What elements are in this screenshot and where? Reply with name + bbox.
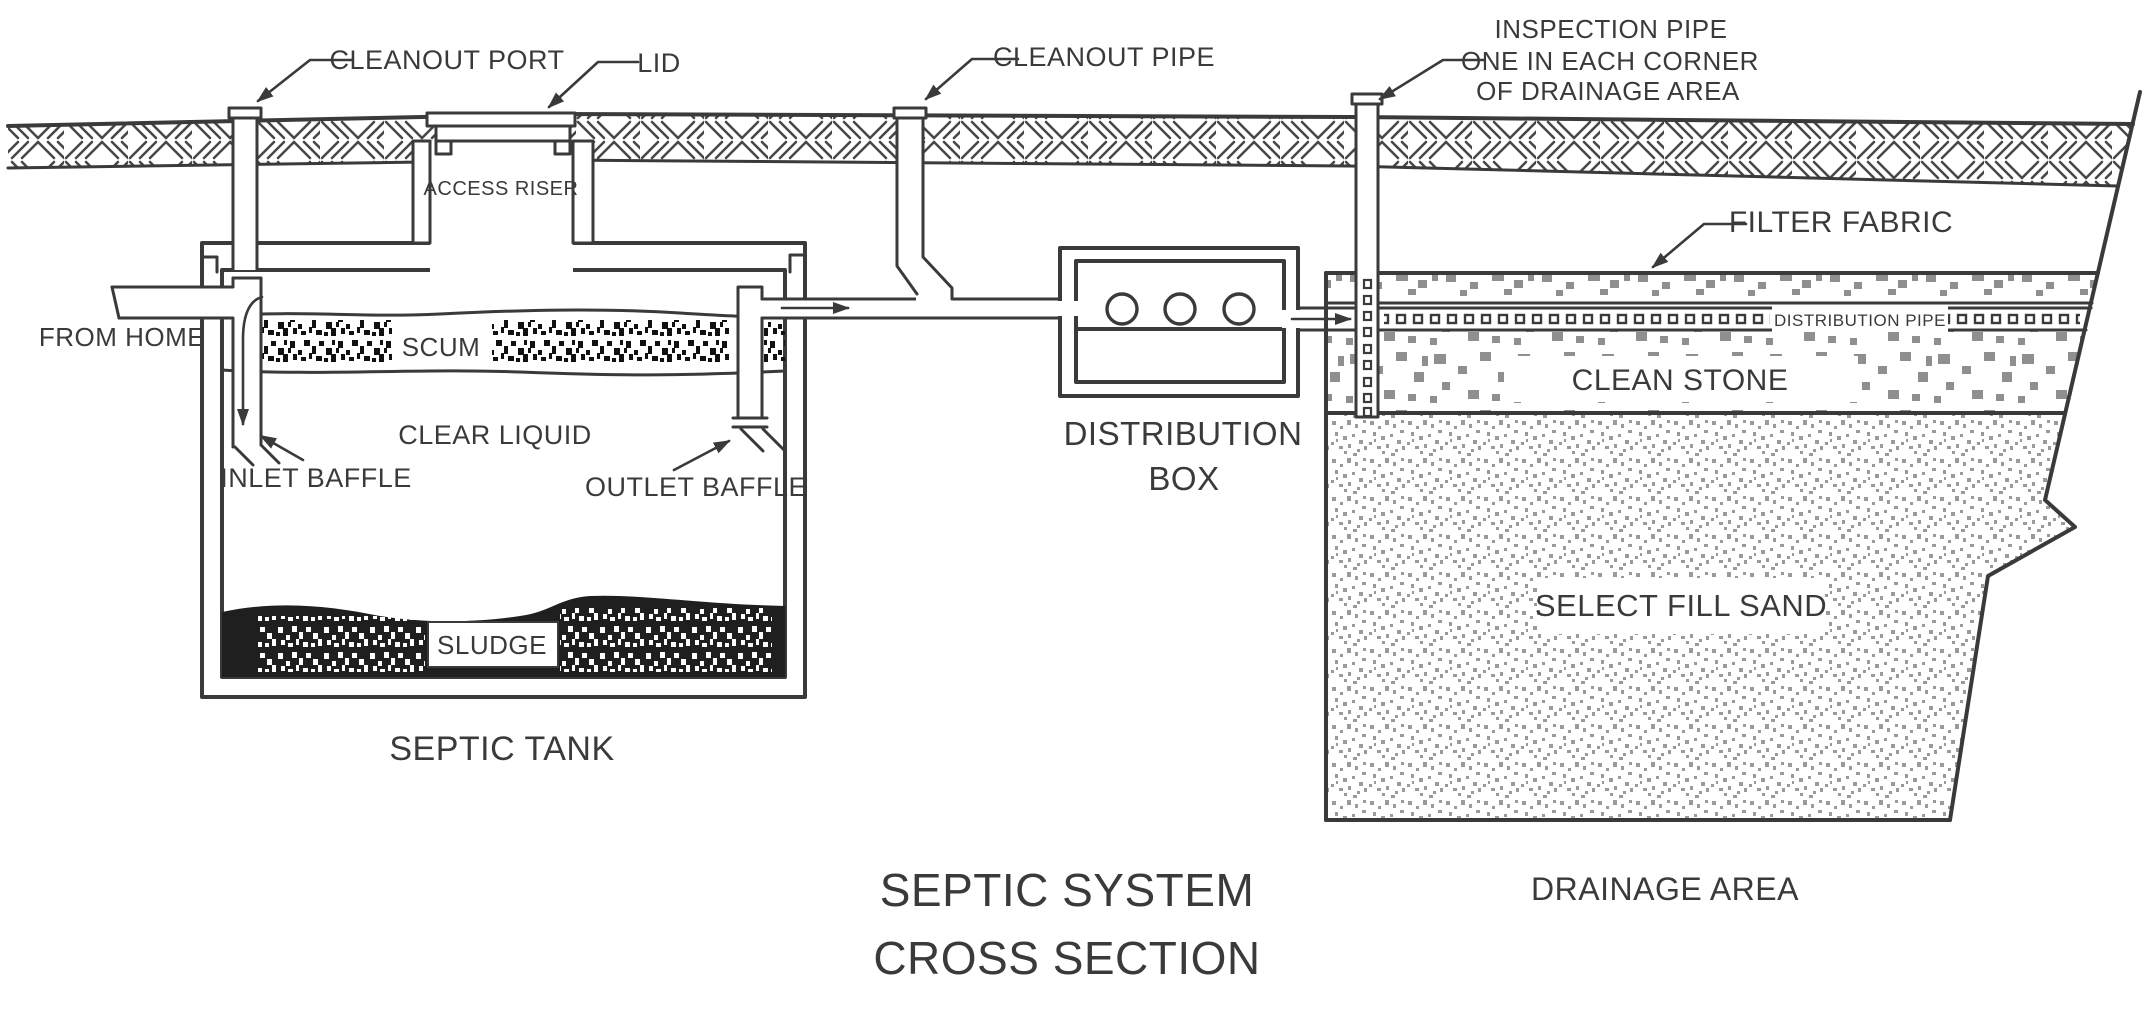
inlet-baffle-label: INLET BAFFLE <box>220 463 412 493</box>
cleanout-pipe-leader <box>924 57 1020 101</box>
inspection-pipe-perforations <box>1362 278 1373 418</box>
scum-specks-right <box>492 320 730 366</box>
access-riser-interior <box>430 141 573 272</box>
ground-hatch-band <box>8 114 2133 186</box>
cleanout-port-cap <box>227 106 263 120</box>
scum-layer <box>220 308 787 377</box>
cleanout-pipe-right-line <box>921 115 954 301</box>
riser-collar <box>434 124 572 143</box>
distribution-box <box>1056 246 1352 398</box>
outlet-baffle-leader <box>672 439 731 472</box>
lid-slab <box>425 111 577 128</box>
title-line1: SEPTIC SYSTEM <box>880 864 1255 916</box>
inlet-baffle-leader <box>259 434 305 462</box>
outlet-baffle <box>731 285 787 453</box>
inlet-flow-arrow <box>237 295 264 426</box>
cleanout-pipe-fill <box>897 117 952 301</box>
sludge-layer <box>222 595 785 677</box>
drainage-area <box>1324 90 2142 822</box>
outlet-baffle-fill <box>738 287 762 427</box>
lid-leader <box>547 60 640 109</box>
distribution-pipe-dots-right <box>1948 309 2080 331</box>
septic-tank <box>200 241 807 699</box>
cleanout-pipe-label: CLEANOUT PIPE <box>993 42 1215 72</box>
sludge-specks-left <box>258 616 425 672</box>
title-line2: CROSS SECTION <box>873 932 1260 984</box>
outlet-baffle-cut-a <box>739 427 765 453</box>
cleanout-port-label: CLEANOUT PORT <box>329 45 564 75</box>
cleanout-port-pipe-fill <box>233 117 257 270</box>
sludge-specks-right <box>560 608 772 672</box>
inspection-pipe-leader <box>1378 58 1486 101</box>
distribution-pipe-label: DISTRIBUTION PIPE <box>1774 311 1946 330</box>
ground-hatch-bottom-line <box>6 158 2120 188</box>
access-riser-assembly <box>411 111 595 272</box>
from-home-label: FROM HOME <box>39 322 205 352</box>
inspection-pipe-label-line2: ONE IN EACH CORNER <box>1461 46 1759 76</box>
inspection-pipe-label-line3: OF DRAINAGE AREA <box>1476 76 1740 106</box>
access-riser-label: ACCESS RISER <box>424 178 579 200</box>
from-home-pipe-end-cut <box>110 285 121 320</box>
scum-specks-left <box>237 320 392 366</box>
inlet-baffle-cut-a <box>233 445 255 467</box>
select-fill-sand-label: SELECT FILL SAND <box>1535 588 1827 623</box>
filter-fabric-label: FILTER FABRIC <box>1729 206 1953 239</box>
sludge-label-box <box>427 621 559 668</box>
inspection-pipe <box>1350 92 1384 419</box>
filter-fabric-leader <box>1651 222 1748 269</box>
ground-cross-section <box>6 112 2135 188</box>
cleanout-pipe-left-line <box>895 115 919 296</box>
sludge-label: SLUDGE <box>437 630 547 660</box>
tank-left-step-notch <box>200 255 219 274</box>
from-home-pipe-fill <box>112 287 233 318</box>
inlet-wall-gap <box>1056 301 1078 316</box>
inlet-baffle-right-outline <box>231 276 263 447</box>
septic-tank-label: SEPTIC TANK <box>389 730 614 768</box>
distribution-box-label-line1: DISTRIBUTION <box>1064 415 1303 452</box>
riser-collar-left-bump <box>434 139 453 156</box>
text-labels: CLEANOUT PORT LID ACCESS RISER CLEANOUT … <box>39 14 1953 984</box>
scum-specks-outlet-patch <box>764 322 785 366</box>
drainage-area-label: DRAINAGE AREA <box>1531 871 1799 907</box>
riser-collar-right-bump <box>553 139 572 156</box>
access-riser-right-wall <box>571 139 595 245</box>
tank-right-step-notch <box>788 253 807 274</box>
outlet-baffle-cut-b <box>761 427 787 453</box>
leader-lines <box>256 57 1748 472</box>
inlet-baffle <box>231 276 281 467</box>
cleanout-pipe <box>892 106 954 301</box>
cleanout-port-leader <box>256 58 354 103</box>
distribution-pipe-dots-left <box>1384 309 1770 331</box>
access-riser-left-wall <box>411 139 432 245</box>
inspection-pipe-cap <box>1350 92 1384 106</box>
inspection-pipe-label-line1: INSPECTION PIPE <box>1495 14 1728 44</box>
scum-bottom-wavy-line <box>220 368 787 377</box>
clean-stone-label-backing <box>1504 356 1858 402</box>
filter-fabric-layer <box>1326 273 2098 303</box>
inlet-baffle-fill <box>233 278 261 445</box>
distribution-port-3 <box>1222 292 1256 326</box>
pipes <box>110 92 1384 467</box>
cleanout-pipe-cap <box>892 106 928 120</box>
outlet-baffle-top-outline <box>736 285 764 301</box>
distribution-port-1 <box>1105 292 1139 326</box>
distribution-port-2 <box>1163 292 1197 326</box>
distribution-box-label-line2: BOX <box>1148 460 1219 497</box>
select-fill-sand-label-backing <box>1540 578 1823 634</box>
clear-liquid-label: CLEAR LIQUID <box>398 420 592 450</box>
drainage-right-break-edge <box>1948 90 2142 822</box>
distribution-pipe-label-backing <box>1772 306 1948 332</box>
lid-label: LID <box>637 48 681 78</box>
scum-label: SCUM <box>402 332 481 362</box>
outlet-baffle-label: OUTLET BAFFLE <box>585 472 807 502</box>
clean-stone-label: CLEAN STONE <box>1572 364 1789 397</box>
ground-surface-line <box>6 112 2135 128</box>
